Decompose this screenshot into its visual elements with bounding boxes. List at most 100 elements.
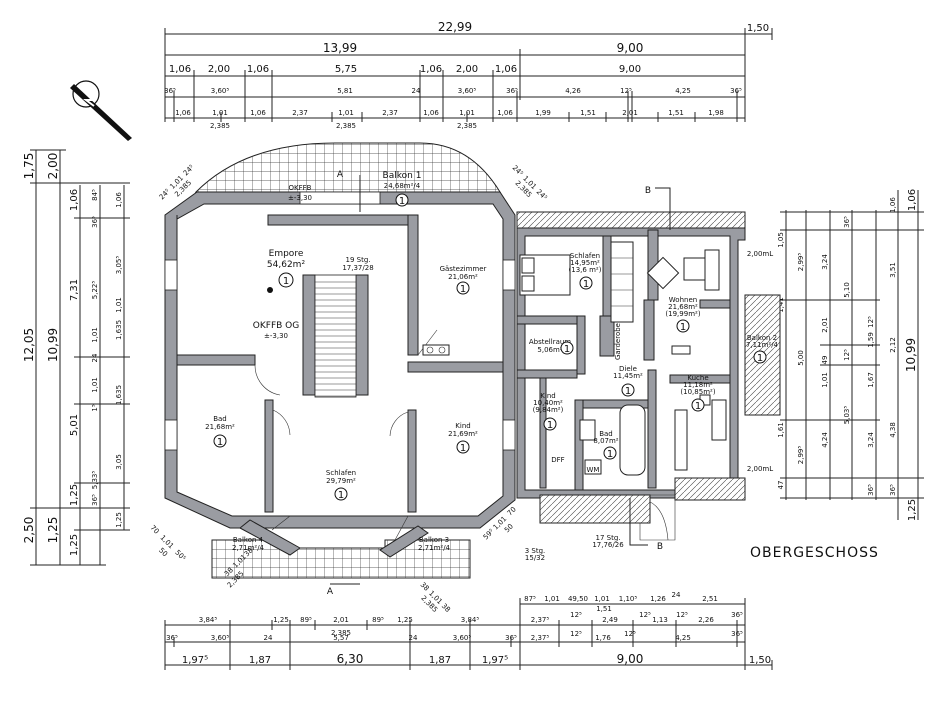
dim-bottom: 5,57: [333, 634, 349, 642]
dim-segment: 2,385: [457, 122, 477, 130]
r-kind-sub: (9,84m²): [533, 406, 564, 414]
balkon4-area: 2,71m²/4: [232, 544, 265, 552]
dim-bottom: 4,25: [675, 634, 691, 642]
dim-bottom: 3,60⁵: [453, 634, 472, 642]
dim-bottom: 24: [264, 634, 273, 642]
dim-right: 1,41: [777, 297, 785, 313]
diele-name: Diele: [619, 365, 637, 373]
dim-right-block: 9,00: [617, 41, 644, 55]
dim-segment: 5,81: [337, 87, 353, 95]
dim-bottom: 1,51: [596, 605, 612, 613]
dim-right: 2,99⁵: [797, 253, 805, 272]
dim-bottom: 1,87: [249, 655, 271, 666]
section-b-top: B: [645, 186, 651, 196]
r-schlafen-area: 14,95m²: [570, 259, 600, 267]
dim-segment: 9,00: [619, 64, 641, 75]
dim-right: 1,06: [889, 197, 897, 213]
room-number: 1: [217, 437, 223, 448]
dim-left: 1,25: [115, 512, 123, 528]
dim-segment: 4,25: [675, 87, 691, 95]
dim-left: 5,33⁵: [91, 471, 99, 490]
gaeste-area: 21,06m²: [448, 273, 478, 281]
dim-segment: 1,06: [420, 64, 442, 75]
dim-segment: 2,385: [210, 122, 230, 130]
corner-dim-tl: 24⁵: [158, 187, 172, 201]
dim-segment: 1,06: [169, 64, 191, 75]
dim-bottom: 89⁵: [372, 616, 384, 624]
dim-segment: 1,98: [708, 109, 724, 117]
dim-right: 49: [821, 356, 829, 365]
dim-bottom: 1,10⁵: [619, 595, 638, 603]
dim-right: 1,61: [777, 422, 785, 438]
dim-bottom: 12⁵: [639, 611, 651, 619]
corner-dim-br: 50: [503, 522, 515, 534]
dim-segment: 2,37: [292, 109, 308, 117]
balkon4-name: Balkon 4: [233, 536, 264, 544]
dim-bottom: 2,51: [702, 595, 718, 603]
dim-right: 10,99: [904, 338, 918, 372]
dim-right: 5,03⁵: [843, 406, 851, 425]
dim-left: 1,06: [69, 189, 80, 211]
dim-segment: 36⁵: [164, 87, 176, 95]
dim-bottom: 2,37⁵: [531, 634, 550, 642]
corner-dim-br: 70: [506, 505, 518, 517]
section-b-bottom: B: [657, 542, 663, 552]
schlafen-area: 29,79m²: [326, 477, 356, 485]
kind-area: 21,69m²: [448, 430, 478, 438]
balkon2-name: Balkon 2: [747, 334, 777, 342]
dim-left: 5,01: [69, 414, 80, 436]
dim-segment: 2,00: [456, 64, 478, 75]
dim-left: 1,635: [115, 320, 123, 340]
dim-left: 5,22⁵: [91, 281, 99, 300]
dim-segment: 36⁵: [730, 87, 742, 95]
dim-bottom: 24: [409, 634, 418, 642]
stairs-size: 17,37/28: [342, 264, 373, 272]
dim-right: 4,38: [889, 422, 897, 438]
section-a-bottom: A: [327, 587, 334, 597]
dim-bottom: 1,97⁵: [182, 655, 208, 666]
room-number: 1: [695, 401, 701, 412]
dim-bottom: 2,26: [698, 616, 714, 624]
r-schlafen-sub: (13,6 m²): [569, 266, 602, 274]
gaeste-name: Gästezimmer: [440, 265, 487, 273]
dim-left: 1,01: [91, 377, 99, 393]
schlafen-name: Schlafen: [326, 469, 356, 477]
left-apartment: A A OKFFB ±-3,30 Balkon 1 24,68m²/4 1 Em…: [149, 142, 549, 614]
dim-bottom: 12⁵: [676, 611, 688, 619]
room-number: 1: [757, 353, 763, 364]
dim-right: 3,24: [867, 432, 875, 448]
balkon2-area: 7,11m²/4: [746, 341, 779, 349]
dff-label: DFF: [551, 456, 564, 464]
balcony-1-hatch: [194, 142, 501, 193]
r-schlafen-name: Schlafen: [570, 252, 600, 260]
garderobe-label: Garderobe: [614, 323, 622, 360]
okffb-label: OKFFB: [289, 184, 312, 192]
dim-right: 5,00: [797, 350, 805, 366]
dim-segment: 1,06: [495, 64, 517, 75]
room-number: 1: [680, 322, 686, 333]
dim-segment: 1,51: [580, 109, 596, 117]
room-number: 1: [625, 386, 631, 397]
dim-left-block: 13,99: [323, 41, 357, 55]
wm-label: WM: [587, 466, 600, 474]
dim-bottom: 2,385: [331, 629, 351, 637]
dim-left: 1⁵: [91, 404, 99, 411]
dim-overhang: 1,50: [747, 23, 769, 34]
corner-dim-bl: 38: [243, 546, 255, 558]
dim-bottom: 1,50: [749, 655, 771, 666]
north-arrow-icon: [70, 80, 132, 141]
dim-left: 2,00: [46, 153, 60, 180]
dim-bottom: 89⁵: [300, 616, 312, 624]
r-stairs-steps: 17 Stg.: [596, 534, 621, 542]
dim-left: 12,05: [22, 328, 36, 362]
dim-bottom: 49,50: [568, 595, 588, 603]
stairs-steps: 19 Stg.: [346, 256, 371, 264]
r-stairs-size: 17,76/26: [592, 541, 624, 549]
dim-right: 1,59: [867, 332, 875, 348]
dim-segment: 2,385: [336, 122, 356, 130]
room-number: 1: [564, 344, 570, 355]
r-kind-area: 10,40m²: [533, 399, 563, 407]
dim-right: 36⁵: [889, 484, 897, 496]
dim-bottom: 36⁵: [731, 611, 743, 619]
section-a-top: A: [337, 170, 344, 180]
